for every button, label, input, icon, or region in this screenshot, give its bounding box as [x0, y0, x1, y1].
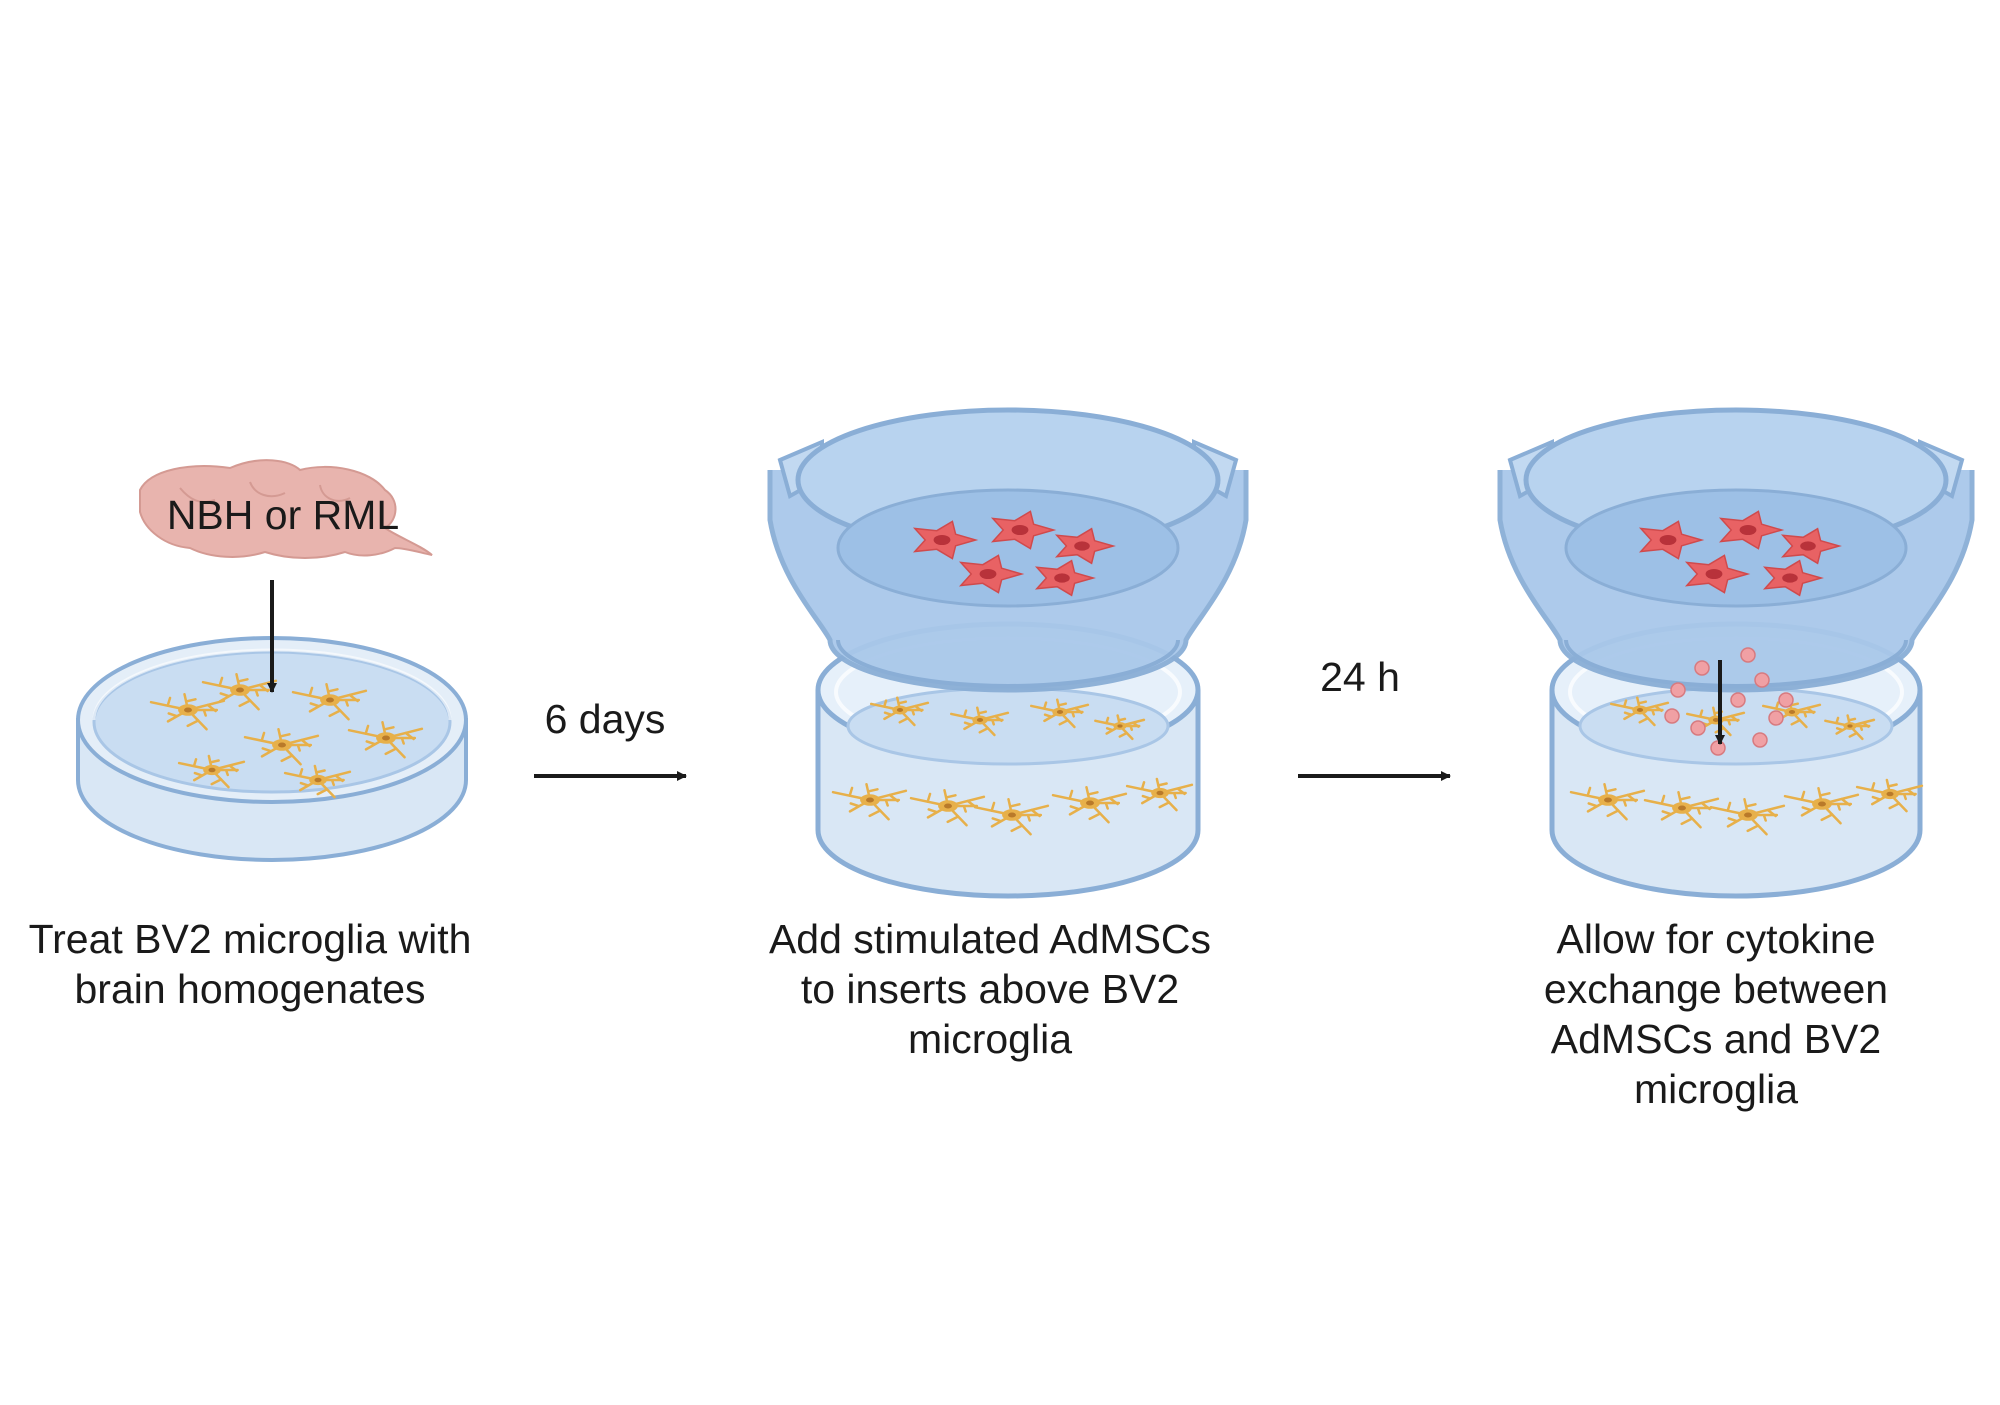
microglia-cell: [1051, 786, 1128, 824]
microglia-cell: [1855, 778, 1924, 813]
admsc-cell: [990, 510, 1057, 550]
microglia-cell: [1824, 714, 1876, 741]
brain-illustration: [139, 459, 433, 559]
admsc-cell: [1034, 559, 1096, 597]
microglia-cell: [869, 696, 930, 727]
cytokine-dot: [1778, 692, 1794, 708]
admsc-cell: [912, 520, 979, 560]
admsc-cell: [1762, 559, 1824, 597]
microglia-cells: [831, 777, 1194, 836]
admsc-cell: [958, 554, 1025, 594]
admsc-cell: [1780, 527, 1842, 565]
cytokine-dot: [1690, 720, 1706, 736]
cytokine-dot: [1752, 732, 1768, 748]
step-2-transwell: [767, 407, 1249, 899]
brain-label: NBH or RML: [166, 492, 400, 538]
microglia-cell: [347, 721, 424, 759]
step-1-caption: Treat BV2 microglia with brain homogenat…: [28, 916, 472, 1012]
microglia-cell: [201, 673, 278, 711]
cytokine-dot: [1694, 660, 1710, 676]
microglia-cell: [973, 798, 1050, 836]
microglia-cell: [831, 783, 908, 821]
admsc-cells: [1638, 510, 1842, 597]
microglia-cell: [177, 754, 246, 789]
step-3-transwell: [1497, 407, 1975, 899]
microglia-cells: [149, 673, 424, 799]
microglia-cell: [949, 706, 1010, 737]
microglia-cell: [1643, 791, 1720, 829]
admsc-cells: [912, 510, 1116, 597]
microglia-cell: [291, 683, 368, 721]
cytokine-dot: [1670, 682, 1686, 698]
microglia-cell: [1783, 787, 1860, 825]
microglia-cell: [149, 693, 226, 731]
cytokine-dot: [1664, 708, 1680, 724]
step-3-caption: Allow for cytokine exchange between AdMS…: [1543, 916, 1889, 1112]
microglia-cell: [1094, 714, 1146, 741]
microglia-cells: [869, 696, 1146, 741]
cytokine-dot: [1740, 647, 1756, 663]
microglia-cell: [909, 789, 986, 827]
microglia-cell: [1709, 798, 1786, 836]
admsc-cell: [1684, 554, 1751, 594]
cytokine-dot: [1754, 672, 1770, 688]
transition-label-1: 6 days: [544, 696, 666, 742]
microglia-cells: [1569, 778, 1924, 836]
microglia-cell: [1569, 783, 1646, 821]
transition-label-2: 24 h: [1320, 654, 1400, 700]
admsc-cell: [1718, 510, 1785, 550]
cytokine-particles: [1664, 647, 1794, 756]
microglia-cell: [1030, 698, 1090, 729]
admsc-cell: [1638, 520, 1705, 560]
step-2-caption: Add stimulated AdMSCs to inserts above B…: [768, 916, 1212, 1062]
microglia-cell: [243, 728, 320, 766]
microglia-cell: [1125, 777, 1194, 812]
cytokine-dot: [1768, 710, 1784, 726]
microglia-cell: [1610, 696, 1670, 727]
admsc-cell: [1054, 527, 1116, 565]
microglia-cell: [283, 764, 352, 799]
cytokine-dot: [1730, 692, 1746, 708]
